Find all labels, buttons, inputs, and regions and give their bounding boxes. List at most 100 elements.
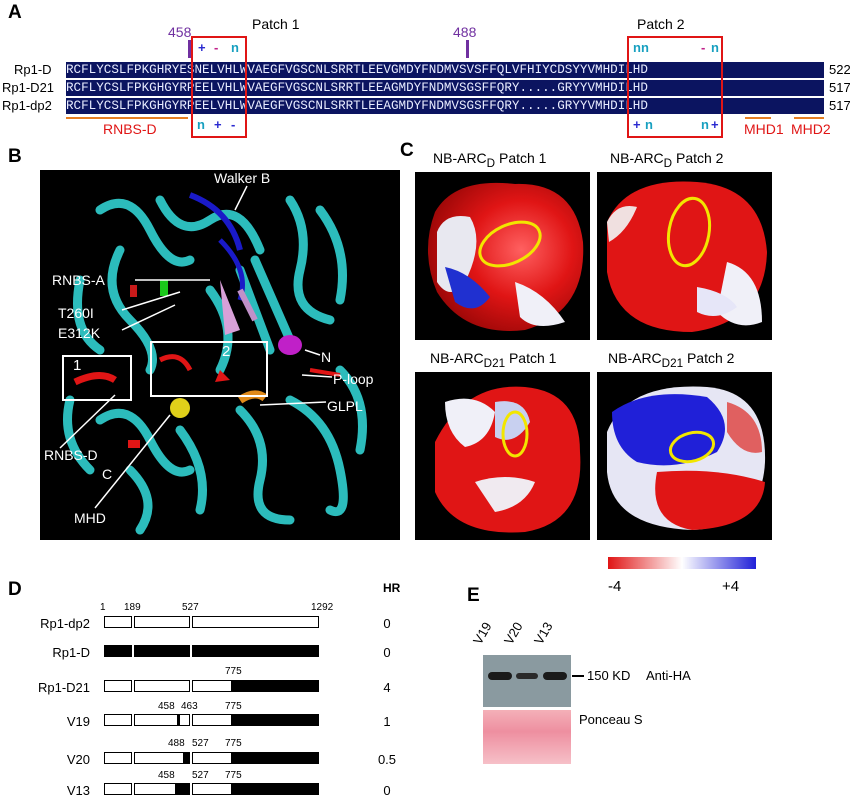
electrostatic-surface-icon xyxy=(607,181,767,332)
tick-label: 527 xyxy=(182,602,199,613)
e312k-label: E312K xyxy=(58,325,101,341)
scale-max-label: +4 xyxy=(722,578,740,595)
charge-sign: - xyxy=(231,117,236,132)
position-458-label: 458 xyxy=(168,24,192,40)
domain-segment xyxy=(134,680,190,692)
domain-segment xyxy=(104,714,132,726)
surface-title: NB-ARCD Patch 1 xyxy=(433,150,547,170)
marker-tick xyxy=(572,675,584,677)
panel-label-c: C xyxy=(400,140,414,161)
tick-label: 775 xyxy=(225,701,242,712)
c-terminus-label: C xyxy=(102,466,113,482)
tick-label: 463 xyxy=(181,701,198,712)
seq-row-end: 517 xyxy=(829,98,850,113)
lane-label: V20 xyxy=(501,619,526,647)
rnbs-d-label: RNBS-D xyxy=(103,121,157,137)
surface-image xyxy=(597,172,772,340)
domain-segment xyxy=(104,616,132,628)
tick-label: 458 xyxy=(158,770,175,781)
position-488-marker xyxy=(466,40,469,58)
charge-sign: + xyxy=(198,40,206,55)
tick-label: 527 xyxy=(192,738,209,749)
seq-row-label: Rp1-dp2 xyxy=(2,98,52,113)
hr-value: 0.5 xyxy=(377,752,397,767)
rnbs-d-underline xyxy=(66,117,188,119)
marker-label: 150 KD xyxy=(587,668,631,683)
rnbs-a-label: RNBS-A xyxy=(52,272,105,288)
patch1-box xyxy=(191,36,247,138)
charge-sign: + xyxy=(711,117,719,132)
domain-segment xyxy=(192,645,319,657)
lane-label: V13 xyxy=(531,619,556,647)
charge-sign: n xyxy=(711,40,719,55)
position-458-marker xyxy=(188,40,191,58)
mhd-label: MHD xyxy=(74,510,106,526)
hr-value: 1 xyxy=(383,714,391,729)
hr-value: 0 xyxy=(383,783,391,798)
charge-sign: n xyxy=(701,117,709,132)
domain-segment xyxy=(192,714,232,726)
seq-row-end: 522 xyxy=(829,62,850,77)
mhd2-underline xyxy=(794,117,824,119)
p-loop-label: P-loop xyxy=(333,371,374,387)
surface-title: NB-ARCD21 Patch 1 xyxy=(430,350,557,370)
domain-segment xyxy=(231,680,319,692)
seq-row: RCFLYCSLFPKGHRYESNELVHLWVAEGFVGSCNLSRRTL… xyxy=(66,62,824,78)
charge-sign: n xyxy=(231,40,239,55)
mhd2-label: MHD2 xyxy=(791,121,831,137)
construct-label: Rp1-dp2 xyxy=(40,616,90,631)
charge-sign: - xyxy=(214,40,219,55)
construct-label: V20 xyxy=(66,752,90,767)
seq-row-label: Rp1-D xyxy=(14,62,52,77)
domain-segment xyxy=(192,783,232,795)
charge-sign: n xyxy=(197,117,205,132)
seq-row-end: 517 xyxy=(829,80,850,95)
structure-box-1-label: 1 xyxy=(73,357,82,374)
charge-sign: nn xyxy=(633,40,649,55)
domain-segment xyxy=(175,783,190,795)
surface-image xyxy=(415,172,590,340)
mhd1-underline xyxy=(745,117,771,119)
lane-label: V19 xyxy=(470,619,495,647)
electrostatic-surface-icon xyxy=(607,386,766,530)
tick-label: 189 xyxy=(124,602,141,613)
structure-box-1 xyxy=(62,355,132,401)
antibody-label: Anti-HA xyxy=(646,668,691,683)
ponceau-stain-panel xyxy=(483,710,571,764)
tick-label: 775 xyxy=(225,738,242,749)
domain-segment xyxy=(104,783,132,795)
rnbs-d-structure-label: RNBS-D xyxy=(44,447,98,463)
panel-label-d: D xyxy=(8,579,22,600)
domain-segment xyxy=(134,645,190,657)
blot-band xyxy=(488,672,512,680)
t260i-label: T260I xyxy=(58,305,94,321)
charge-sign: - xyxy=(701,40,706,55)
construct-label: Rp1-D xyxy=(52,645,90,660)
tick-label: 488 xyxy=(168,738,185,749)
domain-segment xyxy=(134,616,190,628)
tick-label: 527 xyxy=(192,770,209,781)
hr-value: 0 xyxy=(383,645,391,660)
surface-title: NB-ARCD Patch 2 xyxy=(610,150,724,170)
patch1-label: Patch 1 xyxy=(252,16,300,32)
glpl-label: GLPL xyxy=(327,398,363,414)
tick-label: 1292 xyxy=(311,602,334,613)
tick-label: 458 xyxy=(158,701,175,712)
patch2-box xyxy=(627,36,723,138)
blot-band xyxy=(543,672,567,680)
seq-row: RCFLYCSLFPKGHGYRPEELVHLWVAEGFVGSCNLSRRTL… xyxy=(66,80,824,96)
panel-label-e: E xyxy=(467,585,480,606)
structure-box-2-label: 2 xyxy=(222,343,231,360)
surface-title: NB-ARCD21 Patch 2 xyxy=(608,350,735,370)
domain-segment xyxy=(231,752,319,764)
tick-label: 775 xyxy=(225,770,242,781)
hr-value: 0 xyxy=(383,616,391,631)
mhd1-label: MHD1 xyxy=(744,121,784,137)
domain-segment xyxy=(104,752,132,764)
seq-row: RCFLYCSLFPKGHGYRPEELVHLWVAEGFVGSCNLSRRTL… xyxy=(66,98,824,114)
position-488-label: 488 xyxy=(453,24,477,40)
tick-label: 775 xyxy=(225,666,242,677)
walker-b-label: Walker B xyxy=(214,170,271,186)
domain-segment xyxy=(104,680,132,692)
domain-segment xyxy=(192,680,232,692)
